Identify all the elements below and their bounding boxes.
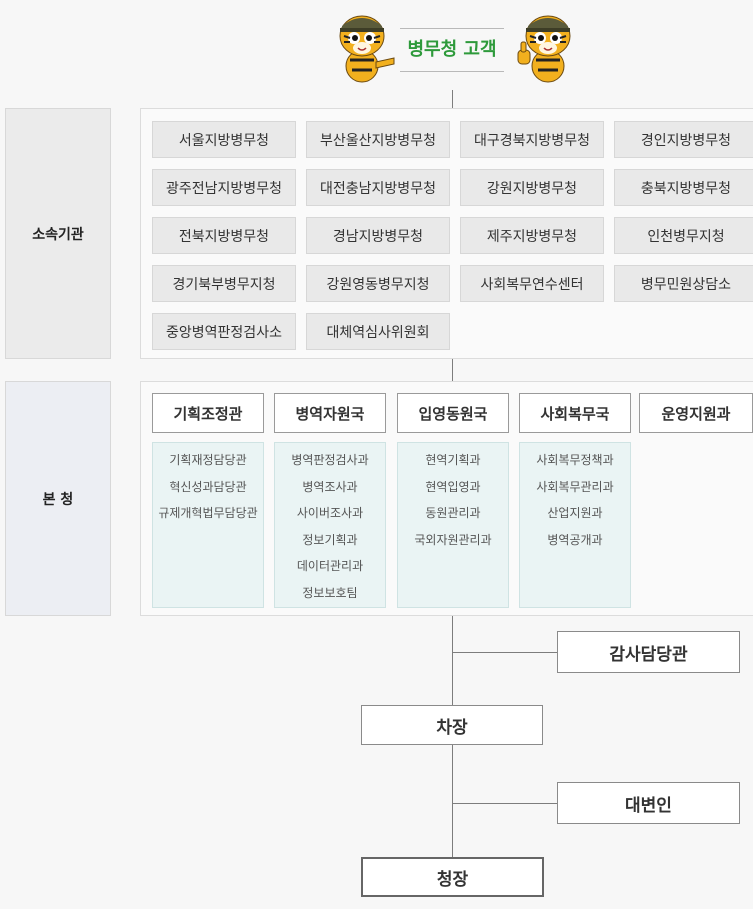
connector-main bbox=[452, 616, 453, 705]
affiliated-office-item[interactable]: 강원영동병무지청 bbox=[306, 265, 450, 302]
division-item[interactable]: 국외자원관리과 bbox=[414, 532, 492, 547]
commissioner-box[interactable]: 청장 bbox=[361, 857, 544, 897]
department-header[interactable]: 운영지원과 bbox=[639, 393, 753, 433]
division-item[interactable]: 산업지원과 bbox=[547, 506, 603, 520]
affiliated-office-item[interactable]: 강원지방병무청 bbox=[460, 169, 604, 206]
page-title: 병무청 고객 bbox=[400, 28, 504, 72]
affiliated-office-item[interactable]: 제주지방병무청 bbox=[460, 217, 604, 254]
affiliated-section-label: 소속기관 bbox=[5, 108, 111, 359]
spokesperson-box[interactable]: 대변인 bbox=[557, 782, 740, 824]
division-item[interactable]: 사이버조사과 bbox=[296, 506, 364, 520]
affiliated-office-item[interactable]: 인천병무지청 bbox=[614, 217, 753, 254]
division-item[interactable]: 혁신성과담당관 bbox=[169, 479, 247, 494]
affiliated-office-item[interactable]: 부산울산지방병무청 bbox=[306, 121, 450, 158]
department-header[interactable]: 입영동원국 bbox=[397, 393, 509, 433]
headquarters-section-label: 본 청 bbox=[5, 381, 111, 616]
department-header[interactable]: 사회복무국 bbox=[519, 393, 631, 433]
division-item[interactable]: 현역기획과 bbox=[425, 453, 481, 467]
division-item[interactable]: 현역입영과 bbox=[425, 479, 481, 494]
deputy-commissioner-box[interactable]: 차장 bbox=[361, 705, 543, 745]
affiliated-office-item[interactable]: 전북지방병무청 bbox=[152, 217, 296, 254]
affiliated-office-item[interactable]: 경남지방병무청 bbox=[306, 217, 450, 254]
affiliated-office-item[interactable]: 대구경북지방병무청 bbox=[460, 121, 604, 158]
division-item[interactable]: 사회복무정책과 bbox=[536, 453, 614, 467]
tiger-mascot-pointing-icon bbox=[330, 8, 398, 84]
connector-mid bbox=[452, 359, 453, 381]
affiliated-office-item[interactable]: 사회복무연수센터 bbox=[460, 265, 604, 302]
division-item[interactable]: 정보기획과 bbox=[302, 532, 358, 547]
division-item[interactable]: 병역조사과 bbox=[302, 479, 358, 494]
affiliated-office-item[interactable]: 대전충남지방병무청 bbox=[306, 169, 450, 206]
division-item[interactable]: 규제개혁법무담당관 bbox=[158, 506, 258, 520]
affiliated-office-item[interactable]: 경인지방병무청 bbox=[614, 121, 753, 158]
connector-lower bbox=[452, 745, 453, 857]
division-item[interactable]: 병역공개과 bbox=[547, 532, 603, 547]
division-item[interactable]: 사회복무관리과 bbox=[536, 479, 614, 494]
connector-spokesperson bbox=[452, 803, 558, 804]
affiliated-office-item[interactable]: 서울지방병무청 bbox=[152, 121, 296, 158]
division-item[interactable]: 데이터관리과 bbox=[296, 559, 364, 573]
affiliated-office-item[interactable]: 충북지방병무청 bbox=[614, 169, 753, 206]
affiliated-office-item[interactable]: 병무민원상담소 bbox=[614, 265, 753, 302]
affiliated-office-item[interactable]: 광주전남지방병무청 bbox=[152, 169, 296, 206]
affiliated-office-item[interactable]: 대체역심사위원회 bbox=[306, 313, 450, 350]
division-item[interactable]: 병역판정검사과 bbox=[291, 453, 369, 467]
affiliated-office-item[interactable]: 경기북부병무지청 bbox=[152, 265, 296, 302]
department-header[interactable]: 병역자원국 bbox=[274, 393, 386, 433]
connector-top bbox=[452, 90, 453, 108]
division-item[interactable]: 기획재정담당관 bbox=[169, 453, 247, 467]
division-item[interactable]: 정보보호팀 bbox=[302, 585, 358, 600]
affiliated-office-item[interactable]: 중앙병역판정검사소 bbox=[152, 313, 296, 350]
audit-officer-box[interactable]: 감사담당관 bbox=[557, 631, 740, 673]
division-item[interactable]: 동원관리과 bbox=[425, 506, 481, 520]
department-header[interactable]: 기획조정관 bbox=[152, 393, 264, 433]
tiger-mascot-thumbs-up-icon bbox=[512, 8, 580, 84]
connector-audit bbox=[452, 652, 558, 653]
